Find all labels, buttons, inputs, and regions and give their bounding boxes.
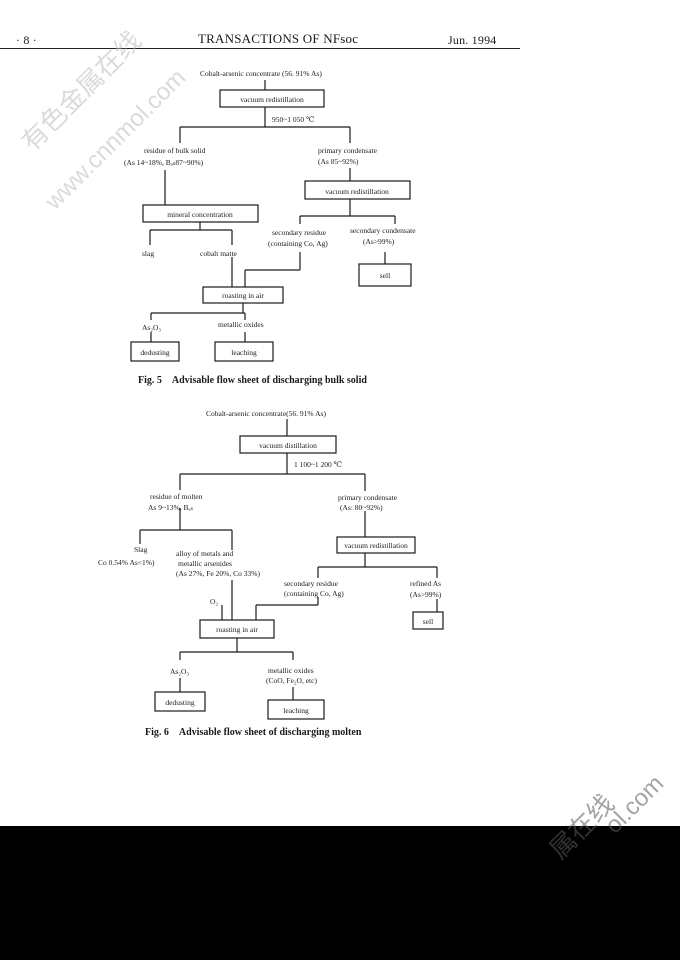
figure-6-flowchart: Cobalt-arsenic concentrate(56. 91% As) v… — [98, 409, 444, 720]
fig5-box-sell: sell — [380, 271, 390, 280]
fig6-slag-detail: Co 0.54% As<1%) — [98, 558, 155, 567]
fig5-primary-line1: primary condensate — [318, 146, 378, 155]
figure-6-number: Fig. 6 — [145, 727, 169, 738]
fig6-top-label: Cobalt-arsenic concentrate(56. 91% As) — [206, 409, 326, 418]
figure-5-number: Fig. 5 — [138, 375, 162, 386]
scan-black-band — [0, 826, 680, 960]
fig6-temperature: 1 100~1 200 ℃ — [294, 460, 342, 469]
fig6-box-vacuum-redistillation: vacuum redistillation — [344, 541, 408, 550]
fig5-as2o3: As₂O₃ — [142, 323, 161, 332]
fig6-metallic-oxides-line1: metallic oxides — [268, 666, 314, 675]
fig5-slag: slag — [142, 249, 154, 258]
fig5-box-dedusting: dedusting — [140, 348, 169, 357]
fig5-residue-line1: residue of bulk solid — [144, 146, 206, 155]
fig5-cobalt-matte: cobalt matte — [200, 249, 238, 258]
fig6-as2o3: As₂O₃ — [170, 667, 189, 676]
fig6-o2: O₂ — [210, 597, 218, 606]
fig5-box-leaching: leaching — [231, 348, 257, 357]
fig5-secondary-residue-line1: secondary residue — [272, 228, 327, 237]
fig6-metallic-oxides-line2: (CoO, Fe₂O, etc) — [266, 676, 317, 685]
fig6-box-leaching: leaching — [283, 706, 309, 715]
fig5-residue-line2: (As 14~18%, Bₐₛ87~90%) — [124, 158, 204, 167]
fig6-alloy-line2: metallic arsenides — [178, 559, 232, 568]
fig6-box-dedusting: dedusting — [165, 698, 194, 707]
figure-5-flowchart: Cobalt-arsenic concentrate (56. 91% As) … — [124, 69, 416, 362]
figure-6-title: Advisable flow sheet of discharging molt… — [178, 727, 362, 738]
fig6-secondary-residue-line1: secondary residue — [284, 579, 339, 588]
fig6-primary-line1: primary condensate — [338, 493, 398, 502]
fig6-box-roasting: roasting in air — [216, 625, 258, 634]
fig5-box-vacuum-redistillation: vacuum redistillation — [240, 95, 304, 104]
fig6-secondary-residue-line2: (containing Co, Ag) — [284, 589, 344, 598]
figure-5-caption: Fig. 5 Advisable flow sheet of dischargin… — [138, 375, 367, 386]
fig5-temperature: 950~1 050 ℃ — [272, 115, 314, 124]
fig6-box-sell: sell — [423, 617, 433, 626]
fig5-box-vacuum-redistillation-2: vacuum redistillation — [325, 187, 389, 196]
fig5-box-mineral-concentration: mineral concentration — [167, 210, 233, 219]
fig5-metallic-oxides: metallic oxides — [218, 320, 264, 329]
fig5-box-roasting: roasting in air — [222, 291, 264, 300]
fig5-secondary-condensate-line1: secondary condensate — [350, 226, 416, 235]
figure-5-title: Advisable flow sheet of discharging bulk… — [171, 375, 367, 386]
fig5-primary-line2: (As 85~92%) — [318, 157, 359, 166]
fig6-slag: Slag — [134, 545, 148, 554]
fig5-secondary-residue-line2: (containing Co, Ag) — [268, 239, 328, 248]
page-number: · 8 · — [16, 33, 37, 47]
fig6-residue-line1: residue of molten — [150, 492, 203, 501]
fig5-secondary-condensate-line2: (As>99%) — [363, 237, 395, 246]
fig6-refined-line1: refined As — [410, 579, 441, 588]
fig5-top-label: Cobalt-arsenic concentrate (56. 91% As) — [200, 69, 322, 78]
fig6-refined-line2: (As>99%) — [410, 590, 442, 599]
fig6-box-vacuum-distillation: vacuum distillation — [259, 441, 317, 450]
fig6-primary-line2: (As: 80~92%) — [340, 503, 383, 512]
fig6-alloy-line3: (As 27%, Fe 20%, Co 33%) — [176, 569, 260, 578]
figure-6-caption: Fig. 6 Advisable flow sheet of dischargin… — [145, 727, 361, 738]
journal-title: TRANSACTIONS OF NFsoc — [198, 31, 359, 46]
fig6-residue-line2: As 9~13%, Bₐₛ — [148, 503, 194, 512]
header-rule — [0, 48, 520, 49]
fig6-alloy-line1: alloy of metals and — [176, 549, 234, 558]
issue-date: Jun. 1994 — [448, 33, 497, 47]
